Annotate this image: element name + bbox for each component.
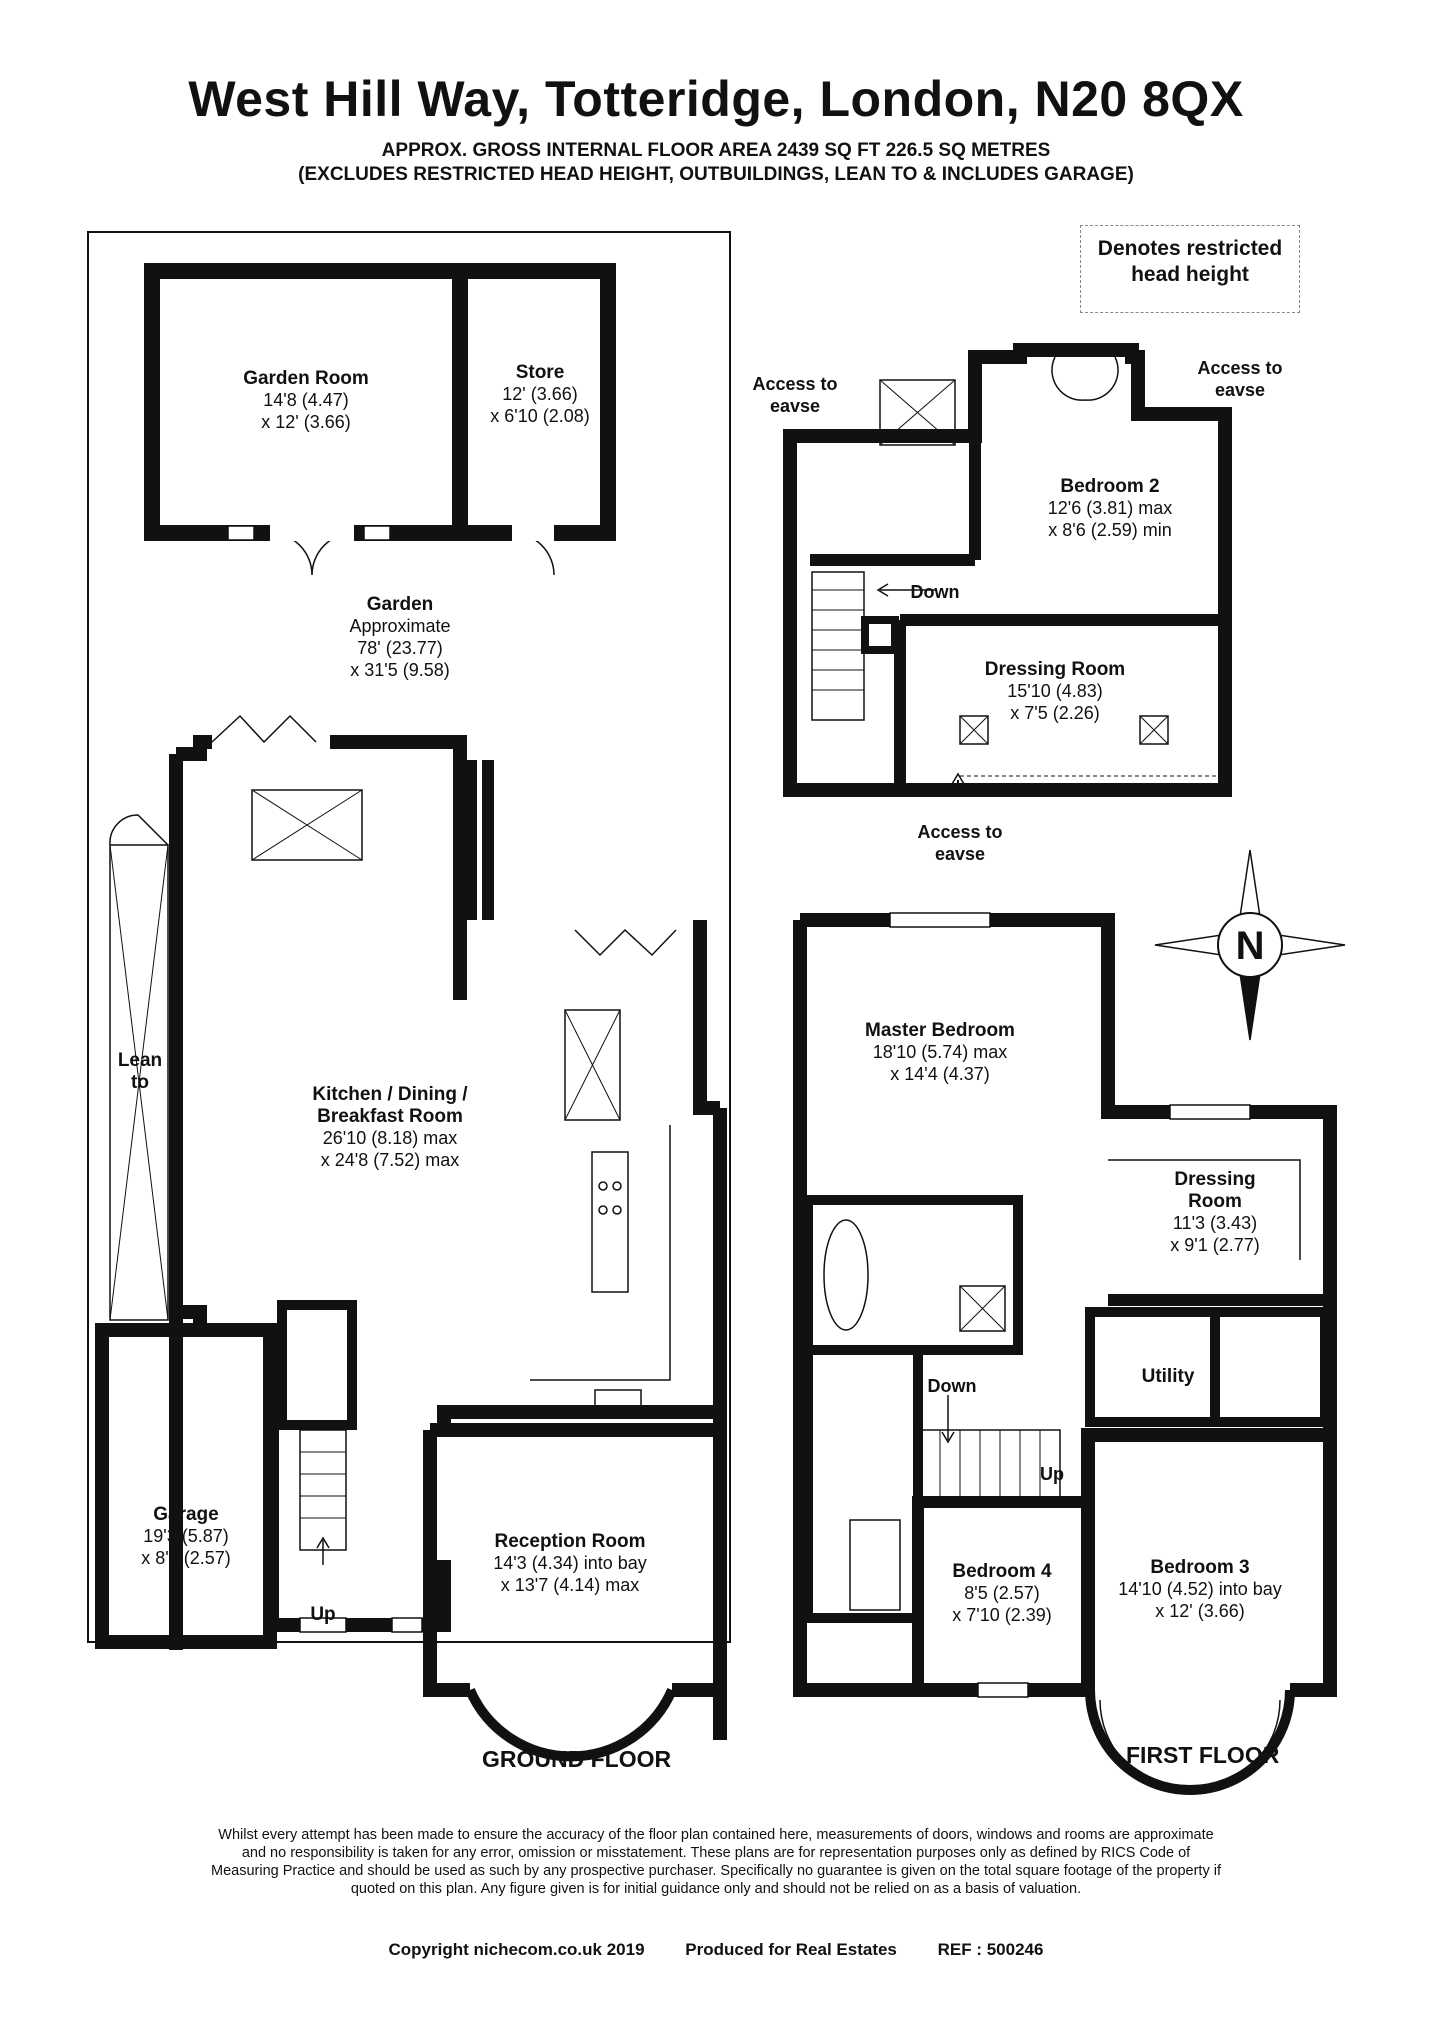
garden-name: Garden: [367, 594, 434, 615]
svg-text:x 7'10 (2.39): x 7'10 (2.39): [952, 1605, 1052, 1625]
svg-text:Approximate: Approximate: [349, 616, 450, 636]
svg-text:x 8'6 (2.59) min: x 8'6 (2.59) min: [1048, 520, 1172, 540]
ground-floor-label: GROUND FLOOR: [482, 1746, 672, 1772]
svg-text:x 7'5 (2.26): x 7'5 (2.26): [1010, 703, 1099, 723]
utility-name: Utility: [1142, 1366, 1195, 1387]
bedroom2-name: Bedroom 2: [1060, 476, 1159, 497]
svg-text:26'10 (8.18) max: 26'10 (8.18) max: [323, 1128, 458, 1148]
svg-text:78' (23.77): 78' (23.77): [357, 638, 443, 658]
first-dressing-name: Dressing: [1174, 1169, 1255, 1190]
exclusions-line: (EXCLUDES RESTRICTED HEAD HEIGHT, OUTBUI…: [298, 164, 1134, 185]
master-bedroom-name: Master Bedroom: [865, 1020, 1015, 1041]
svg-text:eavse: eavse: [770, 396, 820, 416]
svg-text:8'5 (2.57): 8'5 (2.57): [964, 1583, 1039, 1603]
svg-text:15'10 (4.83): 15'10 (4.83): [1007, 681, 1103, 701]
store-name: Store: [516, 362, 565, 383]
svg-text:x 24'8 (7.52) max: x 24'8 (7.52) max: [321, 1150, 460, 1170]
access-eaves-left: Access to: [752, 374, 837, 394]
plan-title: West Hill Way, Totteridge, London, N20 8…: [188, 71, 1244, 127]
svg-text:eavse: eavse: [935, 844, 985, 864]
svg-text:11'3 (3.43): 11'3 (3.43): [1173, 1213, 1257, 1233]
svg-text:14'10 (4.52) into bay: 14'10 (4.52) into bay: [1118, 1579, 1282, 1599]
svg-text:12'6 (3.81) max: 12'6 (3.81) max: [1048, 498, 1173, 518]
svg-text:x 13'7 (4.14) max: x 13'7 (4.14) max: [501, 1575, 640, 1595]
reference-text: REF : 500246: [937, 1940, 1044, 1959]
svg-text:Breakfast Room: Breakfast Room: [317, 1106, 463, 1127]
first-floor-plan: [793, 912, 1337, 1795]
first-stairs-down: Down: [928, 1376, 977, 1396]
access-eaves-bottom: Access to: [917, 822, 1002, 842]
lean-to-name: Lean: [118, 1050, 162, 1071]
svg-text:x 14'4 (4.37): x 14'4 (4.37): [890, 1064, 990, 1084]
footer: Copyright nichecom.co.uk 2019 Produced f…: [0, 1940, 1432, 1960]
svg-text:12' (3.66): 12' (3.66): [502, 384, 577, 404]
svg-text:x 9'1 (2.77): x 9'1 (2.77): [1170, 1235, 1259, 1255]
svg-text:18'10 (5.74) max: 18'10 (5.74) max: [873, 1042, 1008, 1062]
svg-text:x 12' (3.66): x 12' (3.66): [261, 412, 350, 432]
svg-text:19'3 (5.87): 19'3 (5.87): [143, 1526, 229, 1546]
kitchen-name: Kitchen / Dining /: [312, 1084, 468, 1105]
produced-text: Produced for Real Estates: [685, 1940, 897, 1959]
copyright-text: Copyright nichecom.co.uk 2019: [388, 1940, 645, 1959]
floor-area-line: APPROX. GROSS INTERNAL FLOOR AREA 2439 S…: [381, 140, 1051, 161]
svg-text:x 8'5 (2.57): x 8'5 (2.57): [141, 1548, 230, 1568]
svg-text:x 12' (3.66): x 12' (3.66): [1155, 1601, 1244, 1621]
bedroom4-name: Bedroom 4: [952, 1561, 1052, 1582]
access-eaves-right: Access to: [1197, 358, 1282, 378]
svg-text:14'8 (4.47): 14'8 (4.47): [263, 390, 349, 410]
first-floor-label: FIRST FLOOR: [1126, 1742, 1280, 1768]
north-compass-icon: N: [1154, 849, 1346, 1041]
first-stairs-up: Up: [1040, 1464, 1064, 1484]
garage-name: Garage: [153, 1504, 218, 1525]
svg-text:eavse: eavse: [1215, 380, 1265, 400]
loft-stairs-down: Down: [911, 582, 960, 602]
compass-letter: N: [1236, 924, 1265, 968]
restricted-height-legend: Denotes restricted head height: [1080, 225, 1300, 313]
garden-boundary: [87, 231, 731, 1643]
svg-text:to: to: [131, 1072, 149, 1093]
reception-name: Reception Room: [495, 1531, 646, 1552]
svg-text:Room: Room: [1188, 1191, 1242, 1212]
garden-room-name: Garden Room: [243, 368, 369, 389]
svg-text:x 6'10 (2.08): x 6'10 (2.08): [490, 406, 590, 426]
svg-text:14'3 (4.34) into bay: 14'3 (4.34) into bay: [493, 1553, 647, 1573]
disclaimer-text: Whilst every attempt has been made to en…: [211, 1827, 1221, 1897]
loft-dressing-name: Dressing Room: [985, 659, 1125, 680]
ground-floor-plan: [87, 231, 731, 1762]
ground-stairs-up: Up: [310, 1604, 335, 1625]
svg-text:x 31'5 (9.58): x 31'5 (9.58): [350, 660, 450, 680]
second-floor-plan: [783, 343, 1232, 797]
bedroom3-name: Bedroom 3: [1150, 1557, 1249, 1578]
